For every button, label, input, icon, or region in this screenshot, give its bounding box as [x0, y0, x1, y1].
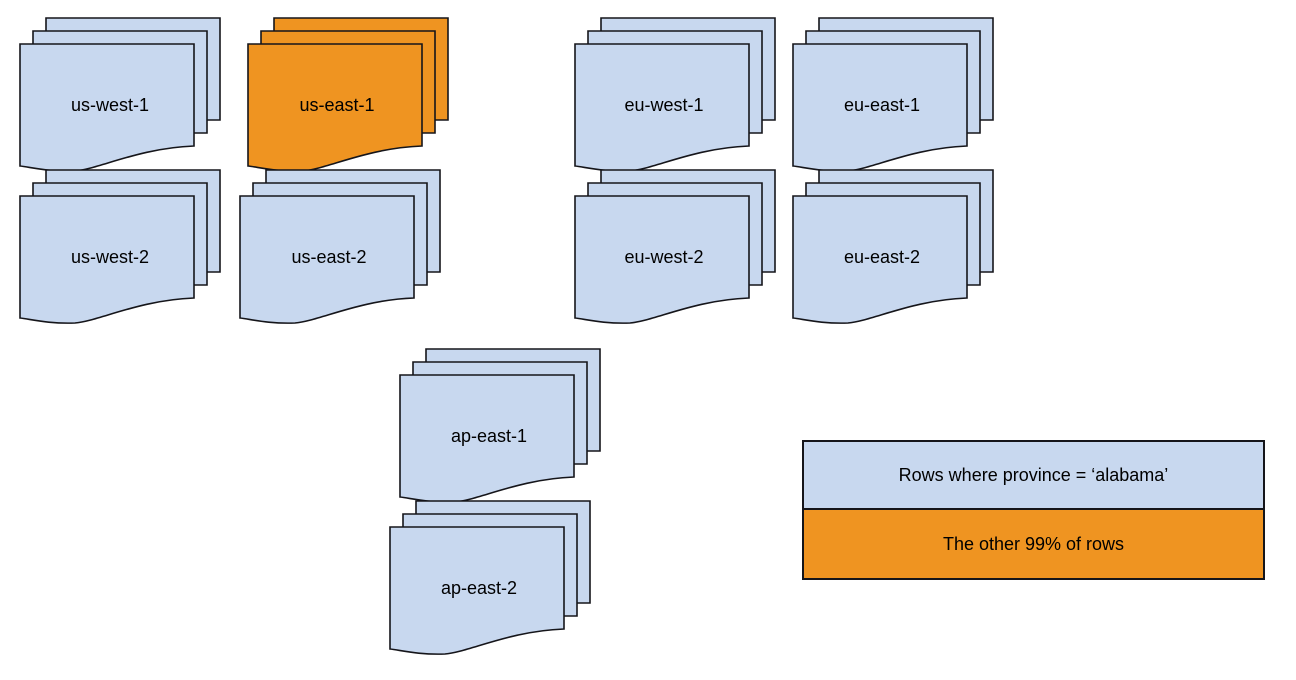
- legend-label-highlight: The other 99% of rows: [942, 533, 1125, 554]
- legend-row-normal: Rows where province = ‘alabama’: [804, 442, 1263, 510]
- document-stack-us-west-2[interactable]: [19, 169, 221, 324]
- document-stack-eu-west-2[interactable]: [574, 169, 776, 324]
- legend-row-highlight: The other 99% of rows: [804, 510, 1263, 578]
- document-stack-ap-east-1[interactable]: [399, 348, 601, 503]
- document-front-eu-west-2: [574, 195, 750, 324]
- document-front-eu-east-1: [792, 43, 968, 172]
- document-front-ap-east-2: [389, 526, 565, 655]
- document-front-us-east-1: [247, 43, 423, 172]
- document-front-us-east-2: [239, 195, 415, 324]
- document-front-us-west-1: [19, 43, 195, 172]
- document-stack-eu-west-1[interactable]: [574, 17, 776, 172]
- document-front-ap-east-1: [399, 374, 575, 503]
- document-stack-us-east-2[interactable]: [239, 169, 441, 324]
- document-front-eu-west-1: [574, 43, 750, 172]
- document-front-eu-east-2: [792, 195, 968, 324]
- document-stack-eu-east-1[interactable]: [792, 17, 994, 172]
- document-stack-eu-east-2[interactable]: [792, 169, 994, 324]
- document-stack-us-east-1[interactable]: [247, 17, 449, 172]
- legend: Rows where province = ‘alabama’ The othe…: [802, 440, 1265, 580]
- document-stack-ap-east-2[interactable]: [389, 500, 591, 655]
- document-front-us-west-2: [19, 195, 195, 324]
- document-stack-us-west-1[interactable]: [19, 17, 221, 172]
- legend-label-normal: Rows where province = ‘alabama’: [898, 464, 1169, 485]
